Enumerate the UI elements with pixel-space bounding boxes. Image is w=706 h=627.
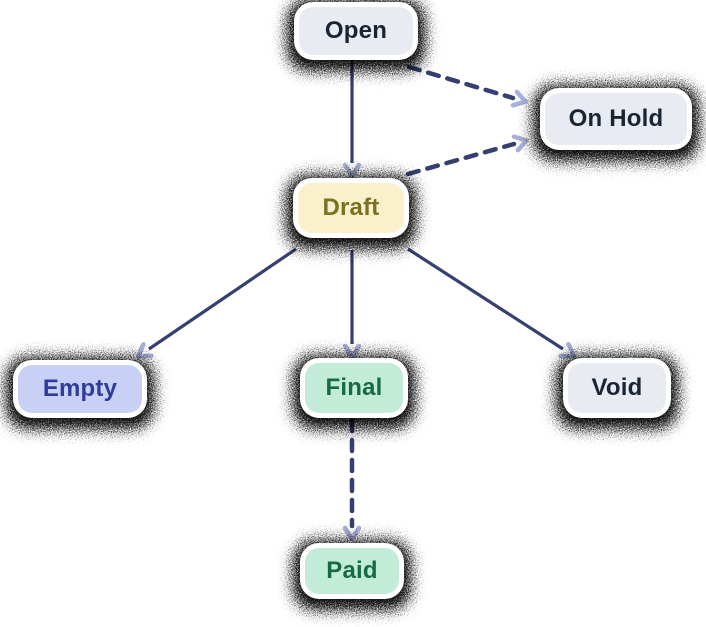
node-box-final: Final bbox=[305, 363, 403, 413]
node-final: Final bbox=[293, 355, 415, 429]
node-label: Final bbox=[325, 374, 383, 401]
node-paid: Paid bbox=[293, 540, 411, 610]
node-box-draft: Draft bbox=[298, 183, 404, 233]
node-label: Draft bbox=[322, 194, 380, 221]
node-empty: Empty bbox=[6, 357, 154, 429]
node-label: Empty bbox=[42, 375, 118, 402]
node-open: Open bbox=[287, 0, 425, 71]
node-label: On Hold bbox=[568, 105, 664, 132]
node-label: Void bbox=[591, 374, 643, 401]
node-void: Void bbox=[556, 355, 678, 429]
edge-draft-empty bbox=[136, 247, 297, 359]
node-box-void: Void bbox=[568, 363, 666, 413]
node-draft: Draft bbox=[286, 175, 416, 249]
node-on-hold: On Hold bbox=[533, 85, 699, 161]
edge-open-on-hold bbox=[406, 64, 528, 108]
edge-draft-on-hold bbox=[405, 134, 529, 177]
node-label: Paid bbox=[326, 557, 378, 584]
edge-draft-void bbox=[407, 247, 577, 359]
node-box-paid: Paid bbox=[305, 548, 399, 594]
node-label: Open bbox=[324, 17, 388, 44]
node-box-on-hold: On Hold bbox=[545, 93, 687, 145]
node-box-empty: Empty bbox=[18, 365, 142, 413]
node-box-open: Open bbox=[299, 7, 413, 55]
